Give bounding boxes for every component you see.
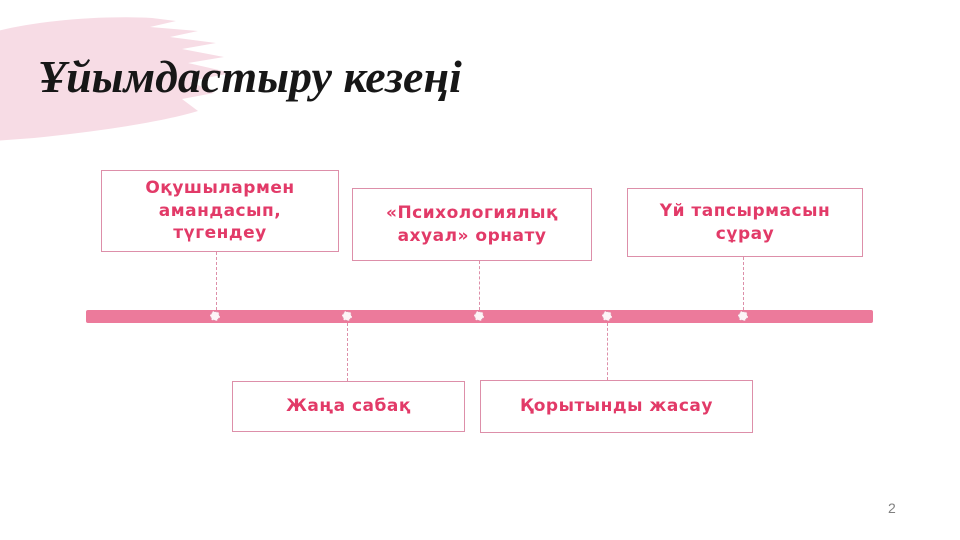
connector-dashed-line	[479, 261, 480, 310]
step-box-greeting-rollcall: Оқушылармен амандасып, түгендеу	[101, 170, 339, 252]
connector-dashed-line	[216, 252, 217, 310]
step-box-homework-check: Үй тапсырмасын сұрау	[627, 188, 863, 257]
step-box-label: Үй тапсырмасын сұрау	[659, 200, 831, 244]
slide-title: Ұйымдастыру кезеңі	[38, 51, 462, 102]
step-box-conclusion: Қорытынды жасау	[480, 380, 753, 433]
step-box-label: Оқушылармен амандасып, түгендеу	[145, 177, 295, 244]
connector-dashed-line	[607, 323, 608, 380]
step-box-label: «Психологиялық ахуал» орнату	[385, 202, 559, 246]
step-box-psychological-climate: «Психологиялық ахуал» орнату	[352, 188, 592, 261]
connector-dashed-line	[743, 257, 744, 310]
timeline-node-dot	[342, 311, 352, 321]
timeline-node-dot	[210, 311, 220, 321]
step-box-new-lesson: Жаңа сабақ	[232, 381, 465, 432]
timeline-node-dot	[738, 311, 748, 321]
page-number: 2	[888, 500, 896, 516]
timeline-node-dot	[602, 311, 612, 321]
timeline-node-dot	[474, 311, 484, 321]
connector-dashed-line	[347, 323, 348, 381]
step-box-label: Қорытынды жасау	[520, 396, 713, 417]
step-box-label: Жаңа сабақ	[286, 396, 411, 417]
brush-stroke-decoration	[0, 17, 232, 141]
